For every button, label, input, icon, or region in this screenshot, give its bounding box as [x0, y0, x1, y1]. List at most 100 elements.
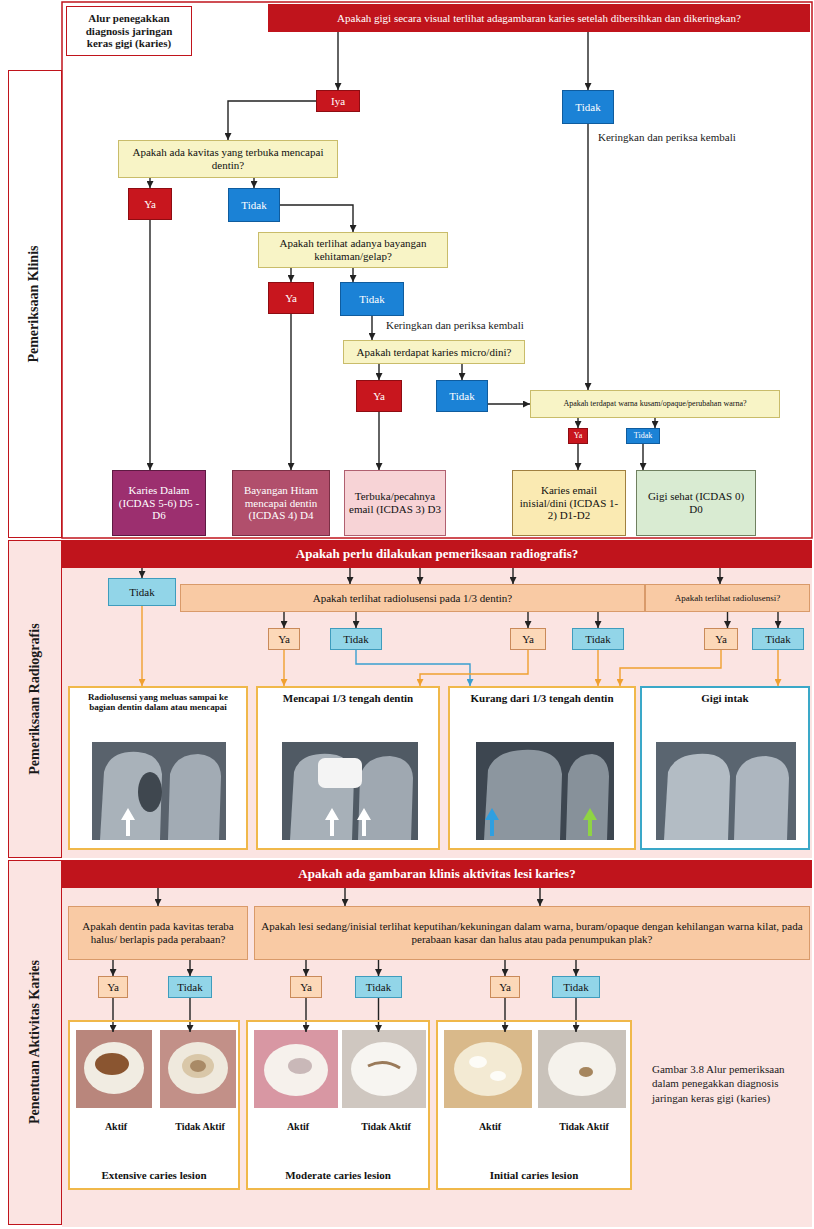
yes-box: Ya [98, 976, 128, 998]
photo-frame: Aktif [256, 1032, 340, 1132]
node-body: Pemeriksaan Radiografis [9, 541, 61, 857]
flow-arrow [305, 998, 306, 1032]
node-body: Radiolusensi yang meluas sampai ke bagia… [70, 688, 246, 848]
flow-arrow [344, 888, 345, 906]
flow-arrow [504, 960, 505, 976]
result-panel: Moderate caries lesionAktifTidak Aktif [246, 1020, 430, 1190]
xray-arrow [583, 808, 597, 836]
yes-box: Ya [510, 628, 546, 650]
node-body: Iya [317, 91, 359, 111]
node-body: Tidak [563, 91, 613, 123]
image-panel: Mencapai 1/3 tengah dentin [256, 686, 440, 850]
tooth-shadow [734, 756, 789, 840]
section-band: Penentuan Aktivitas Karies [8, 860, 62, 1225]
question-box: Apakah terlihat radiolusensi pada 1/3 de… [180, 584, 645, 612]
node-text: Apakah gigi secara visual terlihat adaga… [337, 12, 741, 25]
node-body: Ya [99, 977, 127, 997]
no-box: Tidak [752, 628, 804, 650]
no-box: Tidak [340, 282, 404, 316]
node-text: Aktif [287, 1121, 309, 1133]
flow-arrow [337, 32, 338, 90]
section-band: Pemeriksaan Radiografis [8, 540, 62, 858]
no-box: Tidak [228, 188, 280, 222]
lesion-photo [579, 1067, 593, 1077]
node-text: Tidak [366, 981, 391, 994]
flow-arrow [597, 650, 598, 686]
tooth-photo [168, 1042, 228, 1094]
yes-box: Ya [268, 282, 314, 314]
node-text: Tidak [634, 431, 652, 440]
panel-ground [448, 686, 636, 850]
xray-arrow [485, 808, 499, 836]
no-box: Tidak [572, 628, 624, 650]
yes-box: Ya [128, 188, 172, 220]
no-box: Tidak [355, 976, 402, 998]
xray-arrow [121, 808, 135, 836]
question-box: Apakah terlihat adanya bayangan kehitama… [258, 232, 448, 268]
flow-arrow [777, 650, 778, 686]
flow-arrow [283, 612, 284, 628]
node-text: Ya [574, 431, 583, 440]
node-text: Aktif [105, 1121, 127, 1133]
flow-arrow [577, 418, 578, 428]
tooth-shadow [168, 754, 221, 840]
node-text: Ya [522, 633, 534, 646]
panel-ground [68, 686, 248, 850]
node-text: Apakah perlu dilakukan pemeriksaan radio… [296, 547, 578, 562]
flow-arrow [141, 606, 142, 686]
flow-arrow [419, 568, 420, 584]
caries-photo [444, 1030, 532, 1108]
photo-frame: Tidak Aktif [344, 1032, 428, 1132]
node-body: Ya [357, 381, 401, 411]
node-body: Apakah terdapat warna kusam/opaque/perub… [531, 391, 779, 417]
tooth-shadow [664, 754, 730, 840]
no-box: Tidak [108, 578, 176, 606]
flow-arrow [719, 568, 720, 584]
section-title: Pemeriksaan Klinis [27, 245, 43, 362]
yes-box: Ya [356, 380, 402, 412]
tooth-photo [351, 1042, 417, 1096]
tooth-photo [84, 1042, 144, 1094]
node-body: Tidak [109, 579, 175, 605]
panel-ground [256, 686, 440, 850]
node-text: Ya [285, 292, 297, 305]
node-text: Gigi sehat (ICDAS 0) D0 [641, 490, 751, 515]
node-text: Karies email inisial/dini (ICDAS 1-2) D1… [517, 484, 621, 522]
node-text: Tidak [359, 293, 384, 306]
tooth-shadow [358, 756, 413, 840]
node-text: Radiolusensi yang meluas sampai ke bagia… [74, 692, 242, 713]
question-box: Apakah lesi sedang/inisial terlihat kepu… [254, 906, 810, 960]
section-band: Pemeriksaan Klinis [8, 70, 62, 538]
activity-region [62, 888, 812, 1227]
xray-arrow [357, 808, 371, 836]
xray-image [656, 742, 796, 840]
node-text: Mencapai 1/3 tengah dentin [283, 692, 413, 705]
node-body: Apakah terlihat radiolusensi pada 1/3 de… [181, 585, 644, 611]
lesion-photo [469, 1056, 487, 1068]
section-title: Penentuan Aktivitas Karies [27, 960, 43, 1124]
node-text: Terbuka/pecahnya email (ICDAS 3) D3 [349, 490, 441, 515]
yes-box: Ya [290, 976, 322, 998]
result-panel: Extensive caries lesion Aktif Tidak Aktif [68, 1020, 240, 1190]
node-body: Ya [129, 189, 171, 219]
node-text: Tidak [765, 633, 790, 646]
node-body: Tidak Aktif [344, 1032, 428, 1132]
node-body: Terbuka/pecahnya email (ICDAS 3) D3 [345, 471, 445, 535]
flow-arrow [352, 268, 353, 282]
node-body: Gigi sehat (ICDAS 0) D0 [637, 471, 755, 535]
node-text: Apakah lesi sedang/inisial terlihat kepu… [259, 920, 805, 945]
flow-arrow [189, 960, 190, 976]
flow-arrow [253, 178, 254, 188]
node-body: Bayangan Hitam mencapai dentin (ICDAS 4)… [233, 471, 329, 535]
photo-frame: Tidak Aktif [162, 1032, 238, 1132]
caries-photo [160, 1030, 236, 1108]
yes-box: Ya [704, 628, 738, 650]
lesion-photo [368, 1062, 400, 1068]
flow-arrow [189, 998, 190, 1032]
tooth-photo [454, 1042, 522, 1096]
node-text: Extensive caries lesion [101, 1169, 206, 1182]
node-text: Kurang dari 1/3 tengah dentin [470, 692, 613, 705]
flow-arrow [157, 888, 158, 906]
flow-arrow [378, 364, 379, 380]
node-text: Apakah terlihat radiolusensi? [675, 593, 780, 603]
